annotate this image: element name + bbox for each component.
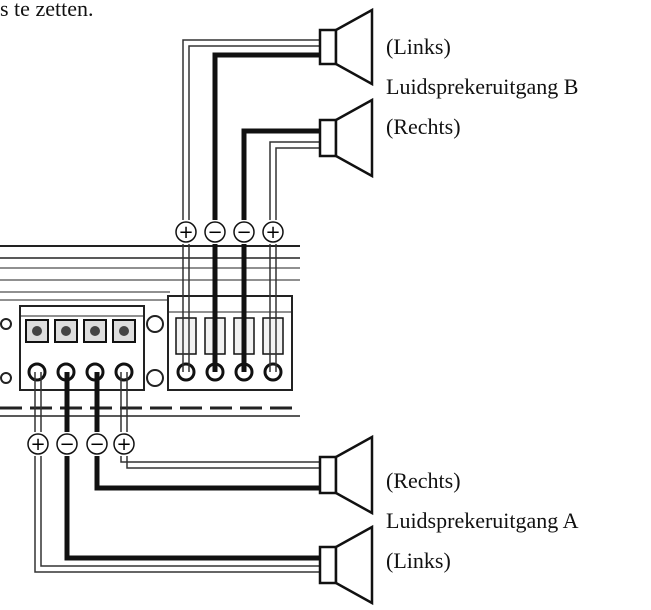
speaker-a-right-plus-wire <box>120 372 320 469</box>
speaker-a-left-minus-wire <box>64 372 320 561</box>
speaker-a-group-label: Luidsprekeruitgang A <box>386 508 579 533</box>
minus-symbol: − <box>89 434 104 455</box>
plus-symbol: + <box>178 222 193 243</box>
speaker-a-left-label: (Links) <box>386 548 451 573</box>
terminal-a-screws <box>25 319 136 382</box>
speaker-b-left-plus-wire <box>182 39 320 372</box>
terminal-block-a <box>19 299 145 391</box>
minus-symbol: − <box>207 222 222 243</box>
speaker-a-right-icon <box>318 434 374 516</box>
minus-symbol: − <box>236 222 251 243</box>
speaker-b-left-minus-wire <box>212 52 320 372</box>
speaker-b-right-plus-wire <box>269 141 320 372</box>
speaker-b-right-label: (Rechts) <box>386 114 461 139</box>
speaker-a-right-label: (Rechts) <box>386 468 461 493</box>
amplifier-rear-panel <box>0 245 300 417</box>
minus-symbol: − <box>59 434 74 455</box>
caption-text: s te zetten. <box>0 0 94 21</box>
speaker-b-group-label: Luidsprekeruitgang B <box>386 74 579 99</box>
terminal-block-b <box>167 295 293 391</box>
polarity-markers-a: + − − + <box>27 433 135 455</box>
speaker-a-left-plus-wire <box>34 372 320 573</box>
plus-symbol: + <box>265 222 280 243</box>
speaker-b-right-icon <box>318 97 374 179</box>
plus-symbol: + <box>30 434 45 455</box>
polarity-markers-b: + − − + <box>175 221 284 243</box>
plus-symbol: + <box>116 434 131 455</box>
speaker-b-left-label: (Links) <box>386 34 451 59</box>
speaker-b-right-minus-wire <box>241 128 320 372</box>
speaker-a-left-icon <box>318 524 374 606</box>
speaker-b-left-icon <box>318 7 374 87</box>
speaker-a-right-minus-wire <box>94 372 320 491</box>
